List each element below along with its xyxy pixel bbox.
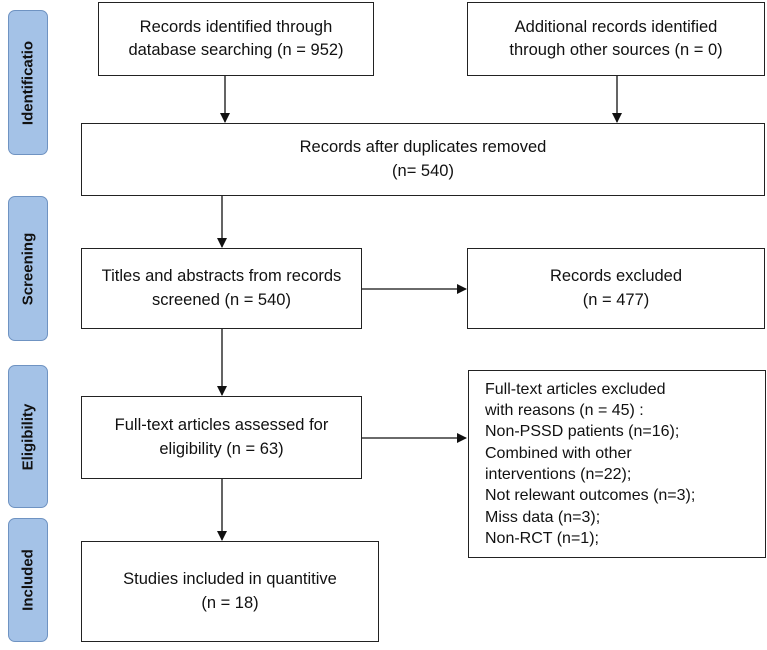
box-other-sources-line-1: Additional records identified <box>514 17 718 36</box>
box-fulltext-assessed: Full-text articles assessed for eligibil… <box>81 396 362 479</box>
box-included: Studies included in quantitive (n = 18) <box>81 541 379 642</box>
box-fulltext-excluded-line-7: Miss data (n=3); <box>485 508 601 526</box>
box-fulltext-excluded-line-2: with reasons (n = 45) : <box>485 402 644 420</box>
box-fulltext-excluded-line-1: Full-text articles excluded <box>485 380 666 398</box>
box-fulltext-excluded-line-8: Non-RCT (n=1); <box>485 529 599 547</box>
box-excluded-line-1: Records excluded <box>549 267 683 286</box>
box-duplicates-removed: Records after duplicates removed (n= 540… <box>81 123 765 196</box>
box-screened-line-1: Titles and abstracts from records <box>101 267 342 286</box>
box-other-sources: Additional records identified through ot… <box>467 2 765 76</box>
phase-screening: Screening <box>8 196 48 341</box>
box-database-line-2: database searching (n = 952) <box>128 41 344 59</box>
box-other-sources-line-2: through other sources (n = 0) <box>509 41 723 59</box>
box-fulltext-excluded: Full-text articles excluded with reasons… <box>468 370 766 558</box>
box-duplicates-line-2: (n= 540) <box>392 161 454 180</box>
box-fulltext-excluded-line-5: interventions (n=22); <box>485 466 632 483</box>
box-database-records: Records identified through database sear… <box>98 2 374 76</box>
box-records-excluded: Records excluded (n = 477) <box>467 248 765 329</box>
box-database-line-1: Records identified through <box>139 17 333 36</box>
box-screened-line-2: screened (n = 540) <box>152 290 291 309</box>
box-excluded-line-2: (n = 477) <box>582 290 650 309</box>
phase-identification: Identificatio <box>8 10 48 155</box>
box-included-line-1: Studies included in quantitive <box>123 570 337 589</box>
phase-eligibility: Eligibility <box>8 365 48 508</box>
box-fulltext-excluded-line-4: Combined with other <box>485 444 632 462</box>
box-screened: Titles and abstracts from records screen… <box>81 248 362 329</box>
box-duplicates-line-1: Records after duplicates removed <box>299 138 547 157</box>
box-fulltext-excluded-line-6: Not relewant outcomes (n=3); <box>485 487 696 505</box>
box-fulltext-excluded-line-3: Non-PSSD patients (n=16); <box>485 423 680 441</box>
phase-included: Included <box>8 518 48 642</box>
box-fulltext-assessed-line-2: eligibility (n = 63) <box>159 439 284 458</box>
box-fulltext-assessed-line-1: Full-text articles assessed for <box>114 416 329 435</box>
box-included-line-2: (n = 18) <box>201 593 259 612</box>
